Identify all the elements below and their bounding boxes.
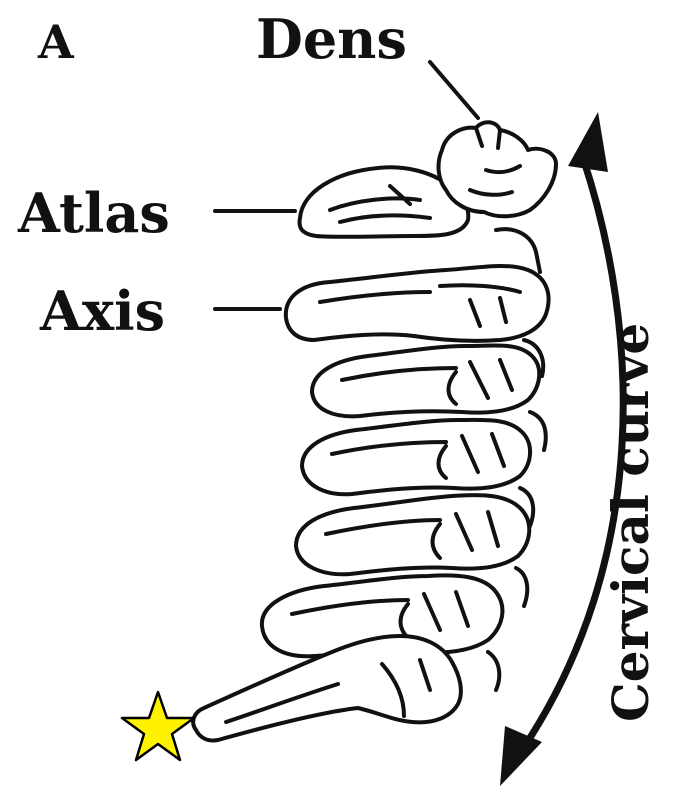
dens-leader-line <box>430 62 478 118</box>
axis-vertebra <box>286 266 549 341</box>
label-dens: Dens <box>256 7 407 71</box>
label-atlas: Atlas <box>17 181 170 245</box>
label-axis: Axis <box>39 279 165 343</box>
c4-vertebra <box>302 420 530 494</box>
cervical-vertebrae-illustration <box>193 122 556 740</box>
star-icon <box>122 692 194 760</box>
panel-letter: A <box>37 15 75 69</box>
dens <box>439 122 556 216</box>
curve-arrowhead-top <box>568 112 608 172</box>
